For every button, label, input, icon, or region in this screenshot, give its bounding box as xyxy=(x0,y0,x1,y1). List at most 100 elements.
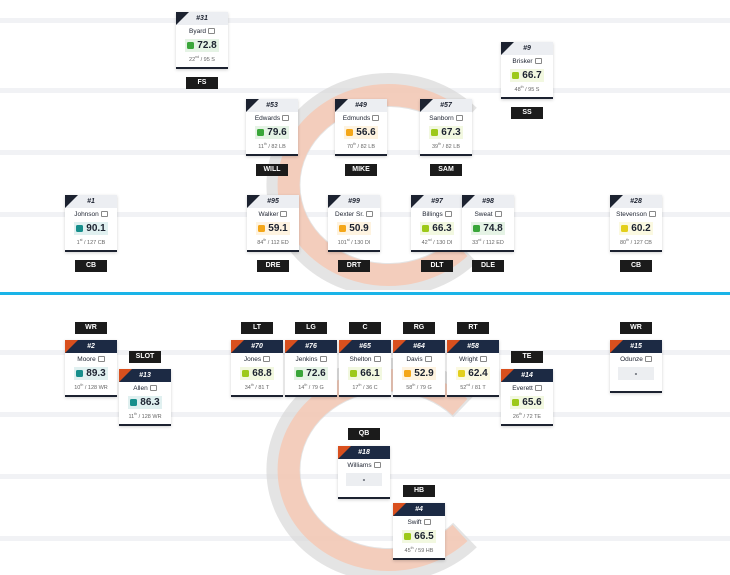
player-name-text: Jones xyxy=(243,356,262,363)
player-name[interactable]: Odunze xyxy=(610,356,662,365)
player-card-everett[interactable]: #14 Everett 65.6 26th / 72 TE xyxy=(501,369,553,426)
stripe-icon xyxy=(65,340,78,353)
comment-icon[interactable] xyxy=(373,356,381,363)
jersey-number: #15 xyxy=(630,343,642,350)
player-name[interactable]: Swift xyxy=(393,519,445,528)
player-name-text: Allen xyxy=(133,385,148,392)
player-card-edmunds[interactable]: #49 Edmunds 56.6 70th / 82 LB xyxy=(335,99,387,156)
player-card-billings[interactable]: #97 Billings 66.3 42nd / 130 DI xyxy=(411,195,463,252)
player-name[interactable]: Dexter Sr. xyxy=(328,211,380,220)
player-name[interactable]: Byard xyxy=(176,28,228,37)
player-name[interactable]: Sweat xyxy=(462,211,514,220)
position-label: SS xyxy=(511,107,543,119)
player-name[interactable]: Moore xyxy=(65,356,117,365)
player-name-text: Wright xyxy=(459,356,478,363)
player-name[interactable]: Brisker xyxy=(501,58,553,67)
grade-value: 89.3 xyxy=(86,368,106,379)
comment-icon[interactable] xyxy=(319,356,327,363)
position-rank: 48th / 95 S xyxy=(501,85,553,93)
comment-icon[interactable] xyxy=(263,356,271,363)
player-card-odunze[interactable]: #15 Odunze - xyxy=(610,340,662,393)
player-card-byard[interactable]: #31 Byard 72.8 22nd / 95 S xyxy=(176,12,228,69)
rank-total: / 95 S xyxy=(199,56,215,63)
comment-icon[interactable] xyxy=(494,211,502,218)
rank-total: / 130 DI xyxy=(431,239,453,246)
player-card-sweat[interactable]: #98 Sweat 74.8 33rd / 112 ED xyxy=(462,195,514,252)
stripe-icon xyxy=(501,369,514,382)
player-name[interactable]: Stevenson xyxy=(610,211,662,220)
rank-suffix: th xyxy=(263,142,267,146)
comment-icon[interactable] xyxy=(97,356,105,363)
grade-color-icon xyxy=(431,129,439,136)
player-card-allen[interactable]: #13 Allen 86.3 11th / 128 WR xyxy=(119,369,171,426)
grade-color-icon xyxy=(473,225,481,232)
player-card-williams[interactable]: #18 Williams - xyxy=(338,446,390,499)
comment-icon[interactable] xyxy=(365,211,373,218)
grade-badge: 66.3 xyxy=(420,222,454,235)
comment-icon[interactable] xyxy=(424,356,432,363)
grade-badge: 66.1 xyxy=(348,367,382,380)
player-name[interactable]: Williams xyxy=(338,462,390,471)
player-card-swift[interactable]: #4 Swift 66.5 45th / 59 HB xyxy=(393,503,445,560)
grade-color-icon xyxy=(512,72,520,79)
player-card-moore[interactable]: #2 Moore 89.3 10th / 128 WR xyxy=(65,340,117,397)
position-label: WR xyxy=(620,322,652,334)
yard-line xyxy=(0,536,730,541)
jersey-header: #98 xyxy=(462,195,514,208)
player-name[interactable]: Edmunds xyxy=(335,115,387,124)
comment-icon[interactable] xyxy=(479,356,487,363)
comment-icon[interactable] xyxy=(372,115,380,122)
grade-badge: 56.6 xyxy=(344,126,378,139)
grade-color-icon xyxy=(512,399,520,406)
player-card-jones[interactable]: #70 Jones 68.8 34th / 81 T xyxy=(231,340,283,397)
player-card-sanborn[interactable]: #57 Sanborn 67.3 39th / 82 LB xyxy=(420,99,472,156)
player-card-edwards[interactable]: #53 Edwards 79.6 11th / 82 LB xyxy=(246,99,298,156)
player-card-wright[interactable]: #58 Wright 62.4 52nd / 81 T xyxy=(447,340,499,397)
player-name-text: Sweat xyxy=(474,211,493,218)
comment-icon[interactable] xyxy=(644,356,652,363)
player-name[interactable]: Walker xyxy=(247,211,299,220)
comment-icon[interactable] xyxy=(534,58,542,65)
stripe-icon xyxy=(411,195,424,208)
player-name[interactable]: Jenkins xyxy=(285,356,337,365)
position-rank: 42nd / 130 DI xyxy=(411,238,463,246)
player-name-text: Odunze xyxy=(620,356,643,363)
player-card-walker[interactable]: #95 Walker 59.1 84th / 112 ED xyxy=(247,195,299,252)
stripe-icon xyxy=(119,369,132,382)
player-name[interactable]: Johnson xyxy=(65,211,117,220)
player-name[interactable]: Jones xyxy=(231,356,283,365)
player-name[interactable]: Shelton xyxy=(339,356,391,365)
comment-icon[interactable] xyxy=(455,115,463,122)
player-card-stevenson[interactable]: #28 Stevenson 60.2 80th / 127 CB xyxy=(610,195,662,252)
player-name[interactable]: Edwards xyxy=(246,115,298,124)
grade-value: 86.3 xyxy=(140,397,160,408)
player-name[interactable]: Billings xyxy=(411,211,463,220)
player-card-shelton[interactable]: #65 Shelton 66.1 17th / 36 C xyxy=(339,340,391,397)
comment-icon[interactable] xyxy=(149,385,157,392)
comment-icon[interactable] xyxy=(444,211,452,218)
player-card-jenkins[interactable]: #76 Jenkins 72.6 14th / 79 G xyxy=(285,340,337,397)
player-name[interactable]: Sanborn xyxy=(420,115,472,124)
player-name[interactable]: Wright xyxy=(447,356,499,365)
grade-color-icon xyxy=(350,370,358,377)
comment-icon[interactable] xyxy=(207,28,215,35)
player-card-davis[interactable]: #64 Davis 52.9 58th / 79 G xyxy=(393,340,445,397)
comment-icon[interactable] xyxy=(100,211,108,218)
player-name-text: Brisker xyxy=(512,58,533,65)
player-name-text: Sanborn xyxy=(429,115,454,122)
player-card-brisker[interactable]: #9 Brisker 66.7 48th / 95 S xyxy=(501,42,553,99)
rank-suffix: th xyxy=(134,412,138,416)
comment-icon[interactable] xyxy=(373,462,381,469)
player-name[interactable]: Davis xyxy=(393,356,445,365)
player-card-johnson[interactable]: #1 Johnson 90.1 1st / 127 CB xyxy=(65,195,117,252)
player-card-dextersr[interactable]: #99 Dexter Sr. 50.9 101st / 130 DI xyxy=(328,195,380,252)
grade-value: 74.8 xyxy=(483,223,503,234)
rank-number: 48 xyxy=(514,86,521,93)
comment-icon[interactable] xyxy=(534,385,542,392)
comment-icon[interactable] xyxy=(648,211,656,218)
comment-icon[interactable] xyxy=(282,115,290,122)
comment-icon[interactable] xyxy=(423,519,431,526)
comment-icon[interactable] xyxy=(280,211,288,218)
player-name[interactable]: Everett xyxy=(501,385,553,394)
player-name[interactable]: Allen xyxy=(119,385,171,394)
